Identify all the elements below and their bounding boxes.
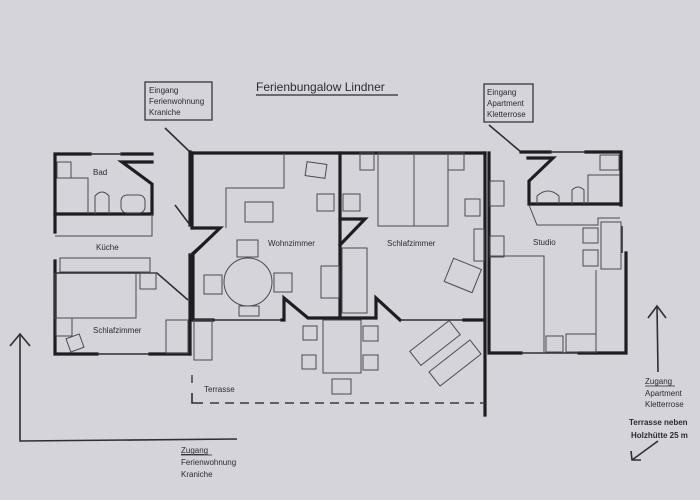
svg-text:Eingang: Eingang — [487, 88, 516, 97]
unit-kraniche — [53, 127, 211, 356]
svg-text:Zugang: Zugang — [181, 446, 208, 455]
svg-text:Kraniche: Kraniche — [149, 108, 181, 117]
room-label-kueche: Küche — [96, 243, 119, 252]
svg-text:Kletterrose: Kletterrose — [645, 400, 684, 409]
svg-text:Apartment: Apartment — [645, 389, 683, 398]
entrance-label-kraniche: Eingang Ferienwohnung Kraniche — [144, 81, 213, 121]
svg-text:Apartment: Apartment — [487, 99, 525, 108]
access-label-kletterrose: Zugang Apartment Kletterrose — [645, 377, 684, 409]
unit-main — [190, 151, 487, 417]
terrace-note: Terrasse neben Holzhütte 25 m — [629, 418, 688, 440]
svg-text:Terrasse neben: Terrasse neben — [629, 418, 688, 427]
room-label-terrasse: Terrasse — [204, 385, 235, 394]
svg-text:Ferienwohnung: Ferienwohnung — [181, 458, 236, 467]
svg-text:Kletterrose: Kletterrose — [487, 110, 526, 119]
room-label-schlafzimmer-left: Schlafzimmer — [93, 326, 142, 335]
svg-text:Holzhütte 25 m: Holzhütte 25 m — [631, 431, 688, 440]
svg-text:Zugang: Zugang — [645, 377, 672, 386]
entrance-label-kletterrose: Eingang Apartment Kletterrose — [483, 83, 534, 123]
access-label-kraniche: Zugang Ferienwohnung Kraniche — [181, 446, 236, 479]
room-label-schlafzimmer-mid: Schlafzimmer — [387, 239, 436, 248]
plan-title: Ferienbungalow Lindner — [256, 80, 385, 94]
terrace — [191, 319, 485, 404]
access-arrow-kraniche — [9, 332, 238, 442]
svg-text:Eingang: Eingang — [149, 86, 178, 95]
room-label-wohnzimmer: Wohnzimmer — [268, 239, 315, 248]
svg-text:Ferienwohnung: Ferienwohnung — [149, 97, 204, 106]
room-label-studio: Studio — [533, 238, 556, 247]
access-arrow-kletterrose — [647, 304, 667, 373]
room-label-bad: Bad — [93, 168, 107, 177]
arrow-to-holzhuette-icon — [630, 440, 659, 461]
unit-kletterrose — [487, 124, 628, 355]
svg-text:Kraniche: Kraniche — [181, 470, 213, 479]
